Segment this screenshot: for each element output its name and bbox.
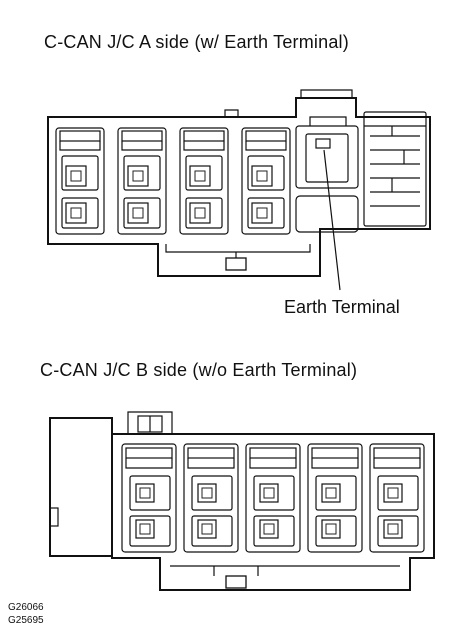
connector-b-lock-tab [225,575,247,589]
connector-b-cavity-3 [245,443,301,553]
connector-b-housing [111,433,435,591]
earth-terminal-label: Earth Terminal [284,297,400,317]
connector-b-cavity-2 [183,443,239,553]
connector-a-title: C-CAN J/C A side (w/ Earth Terminal) [44,32,349,52]
figure-code-2: G25695 [8,615,44,626]
earth-terminal [295,116,359,233]
connector-b-cavity-4 [307,443,363,553]
connector-b-cavity-1 [121,443,177,553]
connector-a-cavity-2 [117,127,167,235]
figure-code-1: G26066 [8,602,44,613]
connector-a-cavity-4 [241,127,291,235]
connector-a-lock-tab [225,257,247,271]
connector-b-cavity-5 [369,443,425,553]
earth-terminal-leader [323,149,341,291]
connector-a-cavity-1 [55,127,105,235]
connector-b [49,411,435,591]
connector-a-rib-stack [363,111,427,227]
connector-a-housing [47,97,431,277]
connector-b-flange [49,417,113,557]
connector-b-title: C-CAN J/C B side (w/o Earth Terminal) [40,360,358,380]
connector-a-cavity-3 [179,127,229,235]
connector-a [47,89,431,291]
